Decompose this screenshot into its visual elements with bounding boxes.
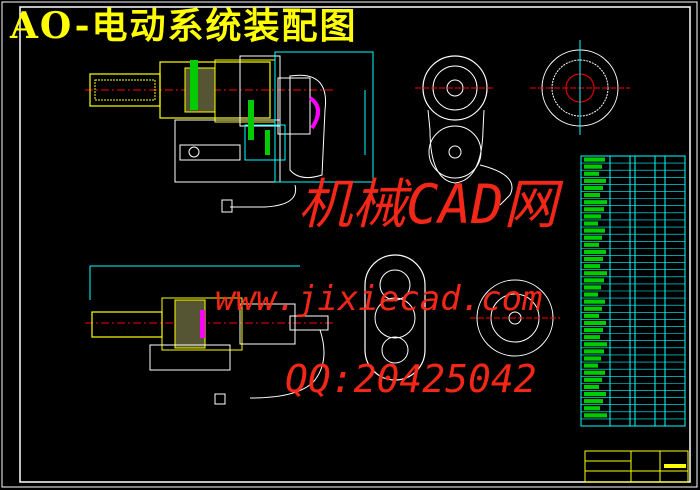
table-row-text — [584, 249, 606, 254]
table-row-text — [584, 384, 599, 389]
table-row-text — [584, 235, 602, 240]
table-row-text — [584, 200, 607, 205]
table-row-text — [584, 399, 603, 404]
table-row-text — [584, 264, 600, 269]
parts-list-table — [580, 155, 686, 427]
table-row-text — [584, 256, 603, 262]
table-row-text — [584, 406, 600, 411]
table-row-text — [584, 221, 598, 226]
top-section-view — [85, 51, 374, 213]
drawing-title: AO-电动系统装配图 — [10, 5, 358, 47]
table-row-text — [584, 328, 603, 333]
watermark-url: www.jixiecad.com — [215, 279, 543, 319]
inner-frame — [19, 6, 691, 483]
table-row-text — [584, 391, 606, 397]
bottom-section-view — [85, 265, 335, 405]
table-row-text — [584, 214, 601, 219]
table-row-text — [584, 349, 604, 354]
table-row-text — [584, 363, 598, 368]
watermark-qq: QQ:20425042 — [285, 357, 537, 401]
table-row-text — [584, 335, 600, 340]
table-row-text — [584, 242, 599, 247]
table-row-text — [584, 207, 604, 212]
table-row-text — [584, 157, 605, 162]
table-row-text — [584, 292, 598, 297]
watermark-site-name: 机械CAD网 — [298, 173, 558, 236]
table-row-text — [584, 313, 599, 318]
table-row-text — [584, 228, 605, 233]
table-row-text — [584, 299, 605, 304]
table-row-text — [584, 356, 601, 361]
table-row-text — [584, 285, 601, 290]
title-block — [584, 450, 689, 483]
table-row-text — [584, 413, 607, 418]
table-row-text — [584, 278, 604, 283]
table-row-text — [584, 377, 602, 382]
table-row-text — [584, 164, 602, 169]
table-row-text — [584, 193, 600, 198]
table-row-text — [584, 320, 606, 326]
table-row-text — [584, 370, 605, 375]
table-row-text — [584, 178, 606, 183]
table-row-text — [584, 185, 603, 191]
table-row-text — [584, 271, 607, 276]
table-row-text — [584, 306, 602, 311]
end-views — [364, 40, 630, 381]
table-row-text — [584, 342, 607, 347]
table-row-text — [584, 171, 599, 176]
